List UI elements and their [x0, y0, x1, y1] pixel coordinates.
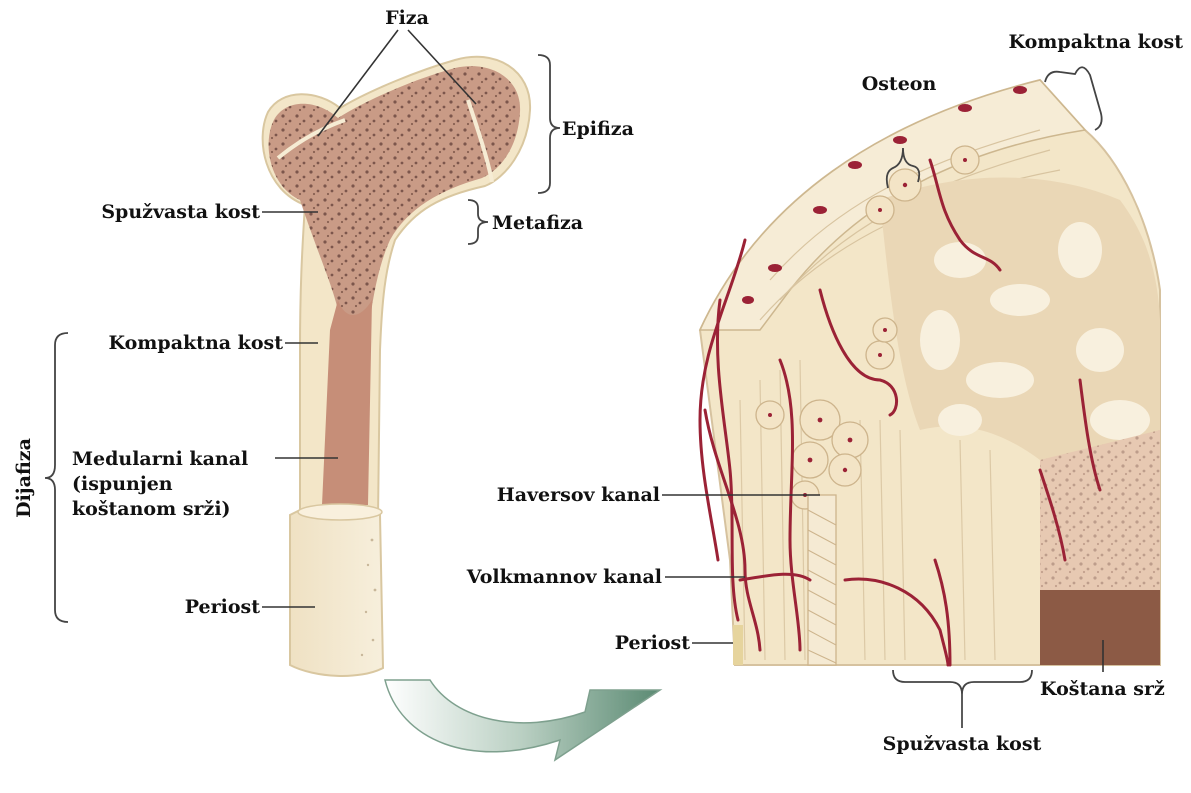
brace-spuzvasta-right [893, 670, 1032, 694]
label-fiza: Fiza [385, 7, 429, 29]
label-osteon: Osteon [862, 73, 937, 95]
shaft-cut-top [298, 504, 382, 520]
shaft-lower [290, 510, 383, 676]
bone-section-illustration [700, 80, 1160, 665]
label-medularni-kanal-2: (ispunjen [72, 473, 173, 495]
haversian-column [808, 495, 836, 665]
label-periost-left: Periost [185, 596, 260, 618]
label-periost-right: Periost [615, 632, 690, 654]
transition-arrow [385, 680, 660, 760]
label-epifiza: Epifiza [562, 118, 634, 140]
label-metafiza: Metafiza [492, 212, 583, 234]
label-spuzvasta-kost-right: Spužvasta kost [883, 733, 1042, 755]
label-spuzvasta-kost-left: Spužvasta kost [101, 201, 260, 223]
label-volkmannov-kanal: Volkmannov kanal [466, 566, 662, 588]
label-dijafiza: Dijafiza [13, 438, 35, 518]
label-medularni-kanal-1: Medularni kanal [72, 448, 248, 470]
label-medularni-kanal-3: koštanom srži) [72, 498, 231, 520]
brace-metafiza [468, 200, 488, 244]
periosteum-strip [733, 625, 743, 665]
label-kompaktna-kost-right: Kompaktna kost [1009, 31, 1184, 53]
marrow-dark [1040, 590, 1160, 665]
label-kompaktna-kost-left: Kompaktna kost [109, 332, 284, 354]
brace-dijafiza [45, 333, 68, 622]
label-haversov-kanal: Haversov kanal [497, 484, 660, 506]
label-kostana-srz: Koštana srž [1040, 678, 1165, 700]
brace-epifiza [538, 55, 560, 193]
